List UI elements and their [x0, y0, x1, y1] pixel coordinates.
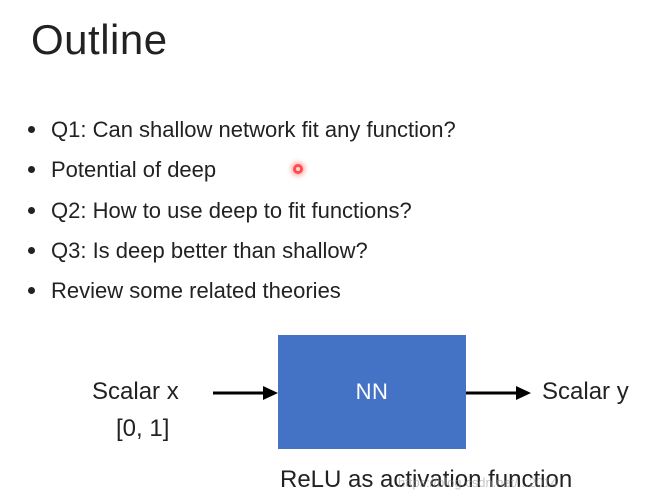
bullet-dot-icon [28, 287, 35, 295]
bullet-text: Review some related theories [51, 278, 341, 304]
bullet-text: Potential of deep [51, 157, 217, 183]
input-label: Scalar x [92, 378, 179, 405]
output-label: Scalar y [542, 378, 629, 405]
bullet-dot-icon [28, 206, 35, 214]
bullet-text: Q2: How to use deep to fit functions? [51, 197, 412, 223]
caption: ReLU as activation function [280, 466, 573, 493]
slide-title: Outline [31, 16, 168, 63]
bullet-item: Review some related theories [28, 273, 456, 313]
bullet-dot-icon [28, 166, 35, 174]
bullet-dot-icon [28, 126, 35, 133]
nn-box: NN [278, 335, 466, 449]
bullet-dot-icon [28, 246, 35, 254]
input-arrow-icon [213, 386, 278, 400]
input-range-label: [0, 1] [116, 415, 170, 442]
bullet-text: Q3: Is deep better than shallow? [51, 237, 368, 263]
output-arrow-icon [466, 386, 531, 400]
bullet-item: Q1: Can shallow network fit any function… [28, 112, 456, 152]
bullet-item: Q2: How to use deep to fit functions? [28, 193, 456, 233]
bullet-item: Potential of deep [28, 152, 456, 192]
watermark: https://blog.csdn.net/...2014 [398, 475, 558, 490]
bullet-item: Q3: Is deep better than shallow? [28, 233, 456, 273]
nn-box-label: NN [355, 379, 389, 404]
bullet-text: Q1: Can shallow network fit any function… [51, 117, 456, 142]
laser-pointer-icon [293, 164, 303, 174]
bullet-list: Q1: Can shallow network fit any function… [28, 112, 456, 313]
